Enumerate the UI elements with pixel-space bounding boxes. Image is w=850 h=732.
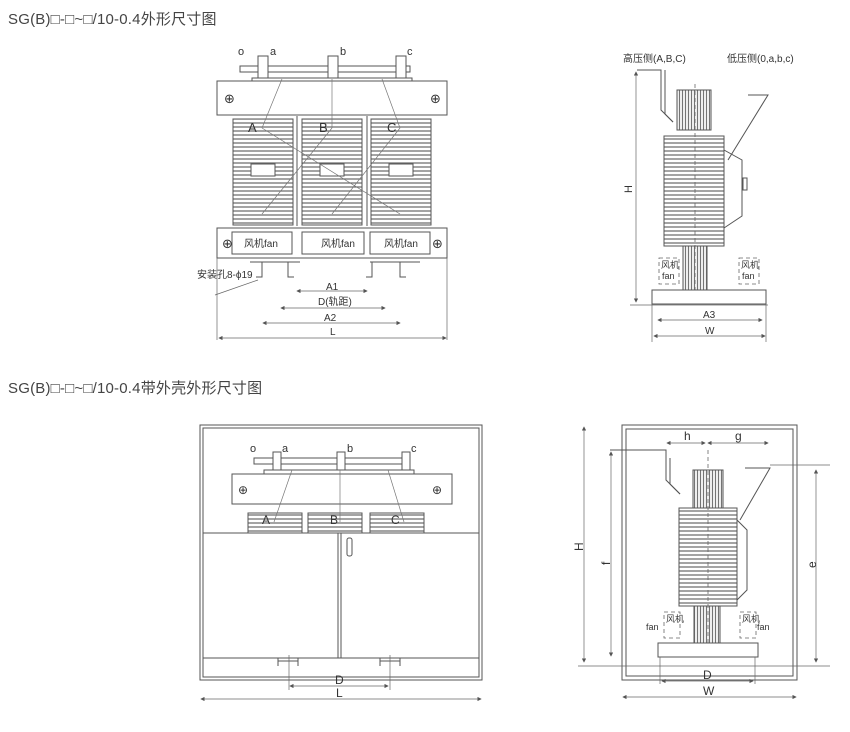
mounting-hole-label: 安装孔8-ϕ19: [197, 268, 253, 281]
label-o: o: [250, 443, 256, 455]
fan-label-cn: 风机: [661, 259, 679, 270]
label-o: o: [238, 46, 244, 58]
terminal-a: [257, 55, 269, 81]
label-b: b: [340, 46, 346, 58]
fan-label-cn: 风机: [742, 613, 760, 624]
dim-a1: A1: [326, 282, 339, 293]
lifting-hole-icon: ⊕: [432, 236, 443, 251]
dim-e: e: [805, 561, 819, 568]
fan-label-en: fan: [742, 271, 755, 281]
dim-w: W: [705, 326, 715, 337]
lv-side-label: 低压侧(0,a,b,c): [727, 52, 794, 65]
fan-label-en: fan: [662, 271, 675, 281]
dim-h-top: h: [684, 429, 691, 443]
dim-d: D(轨距): [318, 295, 352, 308]
label-c: c: [407, 46, 413, 58]
dim-g: g: [735, 429, 742, 443]
phase-b: B: [330, 513, 338, 527]
dim-a2: A2: [324, 313, 337, 324]
lifting-hole-icon: ⊕: [430, 91, 441, 106]
side-coil: [663, 135, 725, 247]
enclosure: [199, 424, 483, 681]
terminal-c: [395, 55, 407, 81]
lifting-hole-icon: ⊕: [222, 236, 233, 251]
label-b: b: [347, 443, 353, 455]
phase-a: A: [262, 513, 270, 527]
lifting-hole-icon: ⊕: [224, 91, 235, 106]
lv-busbar: [239, 65, 411, 73]
base: [657, 642, 759, 658]
hv-column: [676, 89, 712, 131]
section2-title: SG(B)□-□~□/10-0.4带外壳外形尺寸图: [8, 380, 263, 397]
fan-box: [301, 231, 365, 255]
fan-label-cn: 风机: [666, 613, 684, 624]
lifting-hole-icon: ⊕: [432, 483, 442, 497]
label-c: c: [411, 443, 417, 455]
dim-H: H: [572, 542, 586, 551]
label-a: a: [282, 443, 289, 455]
fan-label: 风机fan: [384, 237, 418, 250]
dim-h: H: [623, 185, 635, 193]
base: [651, 289, 767, 305]
lifting-hole-icon: ⊕: [238, 483, 248, 497]
fan-label-cn: 风机: [741, 259, 759, 270]
terminal-b: [327, 55, 339, 81]
door-handle[interactable]: [346, 537, 353, 557]
dim-d-side: D: [703, 668, 712, 682]
dim-d: D: [335, 673, 344, 687]
fan-box: [231, 231, 293, 255]
side-view-2: h g 风机 fan 风机 fan H f e D W: [572, 424, 830, 700]
phase-c: C: [391, 513, 400, 527]
front-view-1: o a b c ⊕ ⊕ A B C ⊕ ⊕ 风机fan 风机fa: [197, 46, 448, 341]
phase-b: B: [319, 120, 328, 135]
fan-label-en: fan: [757, 622, 770, 632]
dim-f: f: [599, 561, 613, 565]
fan-label-en: fan: [646, 622, 659, 632]
section1-title: SG(B)□-□~□/10-0.4外形尺寸图: [8, 11, 217, 28]
side-view-1: 高压侧(A,B,C) 低压侧(0,a,b,c) 风机 fan 风机 fan H …: [623, 52, 794, 342]
dim-w-side: W: [703, 684, 715, 698]
dim-l: L: [336, 686, 343, 700]
fan-box: [369, 231, 431, 255]
hv-side-label: 高压侧(A,B,C): [623, 52, 686, 65]
phase-a: A: [248, 120, 257, 135]
phase-c: C: [387, 120, 396, 135]
fan-label: 风机fan: [321, 237, 355, 250]
label-a: a: [270, 46, 277, 58]
front-view-2: o a b c ⊕ ⊕ A B C D L: [199, 424, 483, 702]
fan-label: 风机fan: [244, 237, 278, 250]
dim-a3: A3: [703, 310, 716, 321]
upper-yoke: [231, 473, 453, 505]
dim-l: L: [330, 327, 336, 338]
